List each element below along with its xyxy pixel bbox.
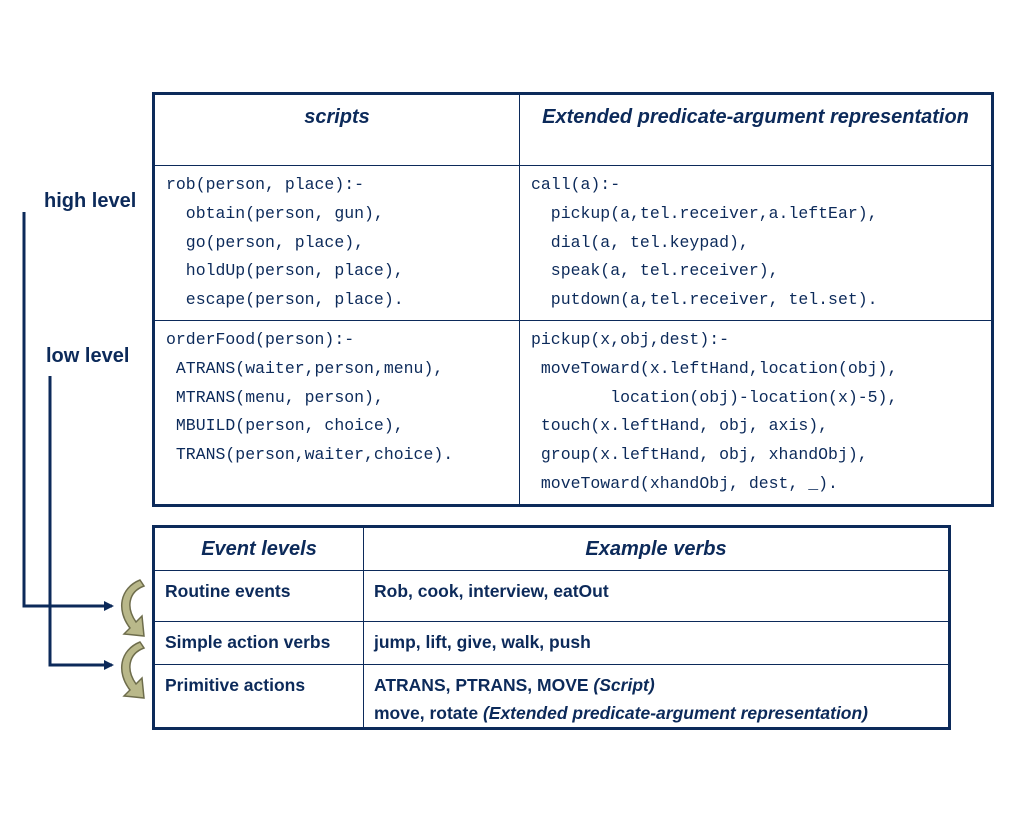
extended-representation-note: (Extended predicate-argument representat… xyxy=(482,703,869,723)
routine-events-cell: Routine events xyxy=(153,570,364,622)
table-row: orderFood(person):- ATRANS(waiter,person… xyxy=(153,319,993,506)
script-cell: orderFood(person):- ATRANS(waiter,person… xyxy=(153,319,520,506)
routine-events-verbs: Rob, cook, interview, eatOut xyxy=(363,570,950,622)
high-level-connector xyxy=(22,212,114,611)
table-row: Simple action verbs jump, lift, give, wa… xyxy=(153,621,950,665)
scripts-header: scripts xyxy=(153,93,520,166)
simple-action-verbs-cell: Simple action verbs xyxy=(153,621,364,665)
rob-script-code: rob(person, place):- obtain(person, gun)… xyxy=(166,175,404,310)
table-row: rob(person, place):- obtain(person, gun)… xyxy=(153,165,993,321)
primitive-verbs-line-2: move, rotate (Extended predicate-argumen… xyxy=(374,699,938,727)
pickup-extended-code: pickup(x,obj,dest):- moveToward(x.leftHa… xyxy=(531,329,898,493)
scripts-comparison-table: scripts Extended predicate-argument repr… xyxy=(152,92,994,507)
header-row: scripts Extended predicate-argument repr… xyxy=(153,93,993,166)
low-level-connector xyxy=(48,376,114,670)
primitive-verbs-line-2-text: move, rotate xyxy=(374,703,483,723)
orderfood-script-code: orderFood(person):- ATRANS(waiter,person… xyxy=(166,329,454,465)
extended-cell: call(a):- pickup(a,tel.receiver,a.leftEa… xyxy=(519,165,993,321)
table-row: Primitive actions ATRANS, PTRANS, MOVE (… xyxy=(153,664,950,729)
curved-arrow-icon-lower xyxy=(121,641,146,699)
primitive-actions-verbs: ATRANS, PTRANS, MOVE (Script) move, rota… xyxy=(363,664,950,729)
primitive-actions-cell: Primitive actions xyxy=(153,664,364,729)
event-levels-header: Event levels xyxy=(153,526,364,571)
table-row: Routine events Rob, cook, interview, eat… xyxy=(153,570,950,622)
example-verbs-header: Example verbs xyxy=(363,526,950,571)
extended-representation-header: Extended predicate-argument representati… xyxy=(519,93,993,166)
simple-action-verbs-verbs: jump, lift, give, walk, push xyxy=(363,621,950,665)
low-level-label: low level xyxy=(46,345,130,367)
header-row: Event levels Example verbs xyxy=(153,526,950,571)
event-levels-table: Event levels Example verbs Routine event… xyxy=(152,525,951,730)
curved-arrow-icon-upper xyxy=(121,579,146,637)
extended-cell: pickup(x,obj,dest):- moveToward(x.leftHa… xyxy=(519,319,993,506)
primitive-verbs-line-1-text: ATRANS, PTRANS, MOVE xyxy=(374,675,594,695)
script-cell: rob(person, place):- obtain(person, gun)… xyxy=(153,165,520,321)
call-extended-code: call(a):- pickup(a,tel.receiver,a.leftEa… xyxy=(531,175,878,310)
primitive-verbs-line-1: ATRANS, PTRANS, MOVE (Script) xyxy=(374,671,938,699)
high-level-label: high level xyxy=(44,190,137,212)
script-note: (Script) xyxy=(593,675,655,695)
